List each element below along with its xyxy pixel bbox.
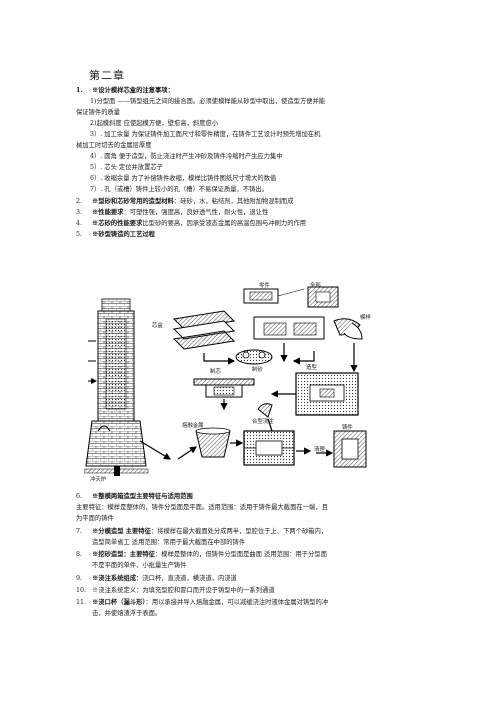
section-1-line-1: 1)分型面 ——铸型组元之间的接合面。必须使模样能从砂型中取出，使造型方便并能 [90,98,326,105]
section-number: 5. [76,231,83,238]
section-text: ：将模样在最大截面处分成两半，型腔位于上、下两个砂箱内， [150,528,328,535]
label-cupola: 冲天炉 [90,477,107,483]
part-detail [307,286,339,308]
section-11-cont: 击，并使熔渣浮于表面。 [92,610,162,617]
core-making-illustration [193,378,255,411]
section-number: 4. [76,220,83,227]
section-title: ※型砂和芯砂常用的造型材料 [92,198,174,205]
label-core-making: 制芯 [210,369,221,375]
chapter-title: 第二章 [89,69,125,82]
section-4: 4. ※芯砂的性能要求比型砂的要高，因承受液态金属的高温包围与冲刷力的作用 [76,219,424,230]
section-3: 3. ※性能要求：可塑性强，强度高，良好透气性，耐火性，退让性 [76,208,424,219]
section-number: 8. [76,551,83,558]
section-number: 3. [76,209,83,216]
section-title: ※浇口杯（漏斗形） [92,599,146,606]
sand-casting-process-figure: 零件 全部 芯盒 模样 制砂 制芯 造型 合型浇注 熔融金属 铸件 清理 冲天炉 [84,281,384,486]
section-text: ：用以承接并导入熔融金属，可以减缓浇注时液体金属对铸型的冲 [145,599,329,606]
pattern-illustration [253,316,363,340]
section-1-line-6: 4）. 圆角 便于造型，防止浇注时产生冲砂及铸件冷缩时产生应力集中 [90,153,283,160]
label-cleaning: 清理 [314,447,325,453]
section-number: 9. [76,575,83,582]
section-text: ：浇口杯，直浇道，横浇道，内浇道 [136,575,237,582]
label-molten-metal: 熔融金属 [182,423,204,429]
ladle-illustration [177,427,244,460]
section-1-line-3: 2)起模斜度 应使起模方便，壁愈高，斜度愈小 [90,120,219,127]
section-2: 2. ※型砂和芯砂常用的造型材料：硅砂，水，粘结剂，其他附加物混制而成 [76,197,424,208]
section-1-line-5: 械加工时切去的金属层厚度 [76,142,152,149]
label-all: 全部 [310,283,321,289]
section-title: ※挖砂造型：主要特征 [92,551,155,558]
section-text: ：可塑性强，强度高，良好透气性，耐火性，退让性 [123,209,269,216]
label-mold-closing: 合型浇注 [252,419,274,425]
section-number: 10. [76,587,87,594]
section-6-line-2: 为平面的铸件 [76,515,114,522]
section-11: 11. ※浇口杯（漏斗形）：用以承接并导入熔融金属，可以减缓浇注时液体金属对铸型的… [76,598,424,609]
section-1-line-4: 3）. 加工余量 为保证铸件加工面尺寸和零件精度，在铸件工艺设计时预先增加在机 [90,131,321,138]
sand-mixer-illustration [235,349,273,365]
section-text: ：模样是整体的，但铸件分型面是曲面 适用范围：用于分型面 [154,551,327,558]
label-casting: 铸件 [342,425,353,431]
section-1-heading: 1. ※设计模样芯盒的注意事项： [76,86,424,97]
section-title: ※砂型铸造的工艺过程 [92,231,155,238]
section-title: ※整模两箱造型主要特征与适用范围 [92,493,193,500]
mold-closing-illustration [243,403,295,466]
section-title: ※分模造型 主要特征 [92,528,151,535]
section-1-line-2: 保证铸件的质量 [76,109,121,116]
label-core-box: 芯盒 [152,323,163,329]
section-1-line-7: 5）. 芯头 定位并放置芯子 [90,164,163,171]
molding-illustration [270,372,359,416]
section-7-cont: 造型简单省工 适用范围：常用于最大截面在中部的铸件 [92,539,246,546]
section-7: 7. ※分模造型 主要特征：将模样在最大截面处分成两半，型腔位于上、下两个砂箱内， [76,527,424,538]
casting-illustration [296,430,367,468]
process-diagram [84,286,367,476]
section-number: 7. [76,528,83,535]
cupola-furnace [84,298,172,476]
section-10: 10. ※浇注系统定义：为填充型腔和冒口而开设于铸型中的一系列通道 [76,586,424,597]
section-1-line-9: 7）. 孔（或槽）铸件上较小的孔（槽）不易保证质量，不铸出。 [90,186,269,193]
section-6-line-1: 主要特征：模样是整体的，铸件分型面是平面。适用范围：适用于铸件最大截面在一端，且 [76,504,328,511]
section-8: 8. ※挖砂造型：主要特征：模样是整体的，但铸件分型面是曲面 适用范围：用于分型面 [76,550,424,561]
section-text: ※浇注系统定义：为填充型腔和冒口而开设于铸型中的一系列通道 [92,587,275,594]
section-title: ※性能要求 [92,209,124,216]
section-title: ※浇注系统组成 [92,575,137,582]
section-5: 5. ※砂型铸造的工艺过程 [76,230,424,241]
section-title: ※设计模样芯盒的注意事项： [92,87,174,94]
section-title: ※芯砂的性能要求 [92,220,143,227]
label-part: 零件 [259,283,270,289]
core-box-illustration [172,310,236,350]
label-molding: 造型 [306,365,317,371]
section-1-line-8: 6）. 收缩余量 为了补偿铸件收缩，模样比铸件图纸尺寸增大的数值 [90,175,277,182]
section-number: 1. [76,87,83,94]
section-9: 9. ※浇注系统组成：浇口杯，直浇道，横浇道，内浇道 [76,574,424,585]
part-illustration [243,288,305,304]
label-mixing: 制砂 [252,367,263,373]
section-6-heading: 6. ※整模两箱造型主要特征与适用范围 [76,492,424,503]
section-8-cont: 不是平面的单件、小批量生产铸件 [92,562,187,569]
label-pattern: 模样 [360,315,371,321]
section-text: ：硅砂，水，粘结剂，其他附加物混制而成 [173,198,294,205]
section-text: 比型砂的要高，因承受液态金属的高温包围与冲刷力的作用 [142,220,307,227]
section-number: 11. [76,599,87,606]
section-number: 2. [76,198,83,205]
section-number: 6. [76,493,83,500]
